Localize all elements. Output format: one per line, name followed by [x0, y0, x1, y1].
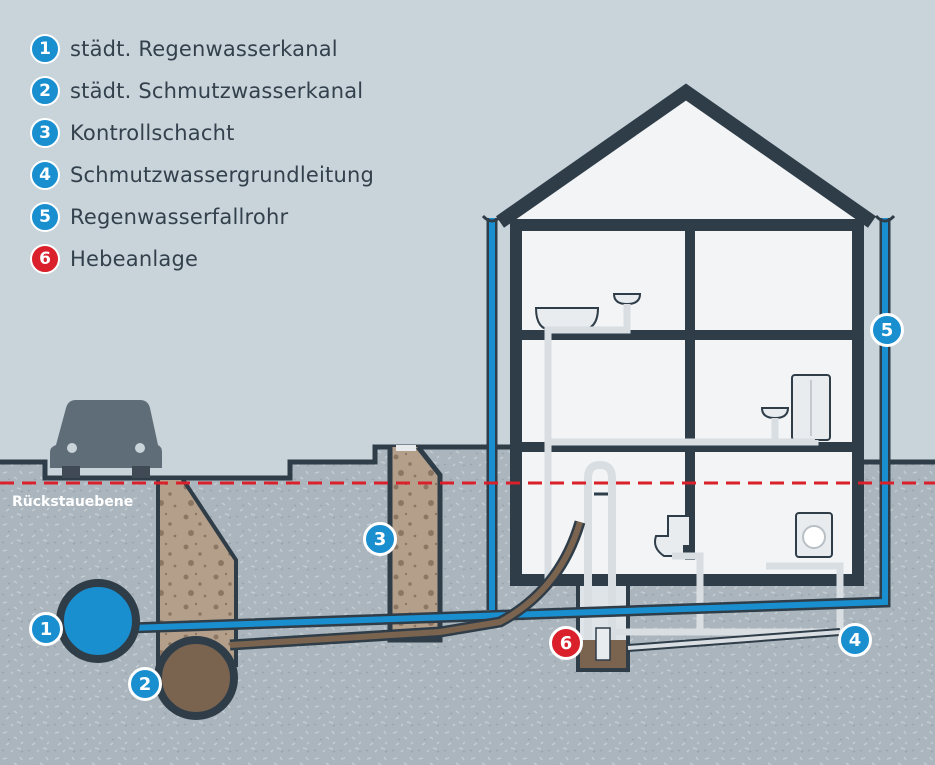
legend-item: 3 Kontrollschacht	[30, 112, 374, 154]
house-roof	[495, 83, 877, 228]
wastewater-sewer-icon	[154, 636, 238, 720]
car-icon	[50, 400, 162, 478]
marker-lifting-station: 6	[549, 626, 583, 660]
sink-icon-middle	[760, 407, 790, 420]
legend-label: städt. Schmutzwasserkanal	[70, 79, 364, 103]
legend-item: 5 Regenwasserfallrohr	[30, 196, 374, 238]
toilet-icon	[654, 515, 691, 557]
sink-icon-top	[612, 293, 642, 306]
marker-rainwater-sewer: 1	[29, 612, 63, 646]
legend-label: Kontrollschacht	[70, 121, 235, 145]
rainwater-sewer-icon	[56, 579, 140, 663]
sewer-trench	[156, 476, 238, 667]
legend-badge: 3	[30, 118, 60, 148]
inspection-shaft-cover	[396, 445, 416, 451]
pressure-pipe-riser	[584, 460, 616, 640]
legend-label: städt. Regenwasserkanal	[70, 37, 338, 61]
inspection-shaft	[387, 445, 443, 643]
legend-item: 1 städt. Regenwasserkanal	[30, 28, 374, 70]
legend-label: Schmutzwassergrundleitung	[70, 163, 375, 187]
gutter-right	[874, 214, 896, 223]
marker-inspection-shaft: 3	[363, 522, 397, 556]
fixture-pipes-upper	[544, 304, 631, 580]
legend-item: 2 städt. Schmutzwasserkanal	[30, 70, 374, 112]
marker-rain-downpipe: 5	[870, 313, 904, 347]
marker-waste-ground-pipe: 4	[838, 623, 872, 657]
pump-icon	[595, 627, 611, 661]
fixture-pipes-middle	[548, 418, 819, 446]
legend-badge: 5	[30, 202, 60, 232]
legend-badge: 6	[30, 244, 60, 274]
legend-badge: 4	[30, 160, 60, 190]
legend-label: Hebeanlage	[70, 247, 199, 271]
legend: 1 städt. Regenwasserkanal 2 städt. Schmutz…	[30, 28, 374, 280]
legend-badge: 1	[30, 34, 60, 64]
backflow-level-label: Rückstauebene	[12, 494, 134, 510]
legend-label: Regenwasserfallrohr	[70, 205, 289, 229]
marker-wastewater-sewer: 2	[128, 667, 162, 701]
legend-item: 6 Hebeanlage	[30, 238, 374, 280]
legend-badge: 2	[30, 76, 60, 106]
legend-item: 4 Schmutzwassergrundleitung	[30, 154, 374, 196]
gutter-left	[481, 214, 503, 223]
